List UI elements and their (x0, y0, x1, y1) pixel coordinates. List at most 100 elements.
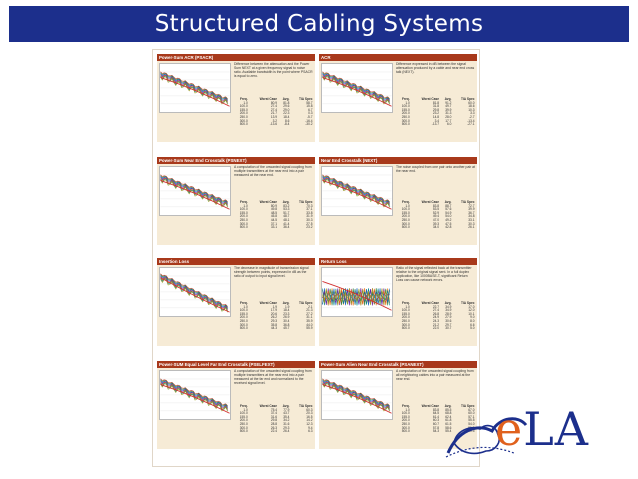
table-header-cell: TIA Spec (298, 97, 313, 101)
table-cell: 60.3 (432, 418, 440, 423)
table-cell: 1.0 (405, 100, 410, 105)
table-cell: 54.3 (432, 429, 440, 434)
panel-description: A computation of the unwanted signal cou… (234, 369, 312, 385)
table-cell: 27.9 (445, 315, 452, 320)
table-cell: 49.8 (270, 207, 278, 212)
table-header-cell: Avg. (444, 97, 452, 101)
graph-trace (322, 178, 390, 206)
table-cell: -13.6 (269, 122, 278, 127)
graph-trace (160, 75, 228, 103)
table-cell: 44.5 (270, 217, 278, 222)
graph-trace (160, 71, 228, 99)
table-cell: 29.0 (283, 107, 290, 112)
panel-graph (159, 267, 231, 317)
table-cell: -13.4 (467, 118, 475, 123)
table-cell: -5.7 (307, 114, 313, 119)
graph-trace (160, 178, 228, 206)
table-header-cell: Freq. (401, 97, 410, 101)
table-cell: 200.0 (239, 214, 248, 219)
table-cell: 250.0 (239, 114, 248, 119)
table-cell: 53.5 (432, 207, 440, 212)
graph-trace (160, 176, 228, 204)
table-cell: 100.0 (239, 104, 248, 109)
table-cell: 10.3 (468, 107, 475, 112)
table-cell: 36.8 (283, 322, 290, 327)
table-header-cell: Avg. (282, 97, 290, 101)
panel-description: Difference expressed in dB between the s… (396, 62, 475, 74)
graph-spec-line (322, 180, 392, 210)
table-cell: 27.2 (306, 311, 313, 316)
table-cell: 30.3 (306, 217, 313, 222)
table-cell: 500.0 (401, 429, 410, 434)
table-cell: 500.0 (401, 326, 410, 331)
table-cell: 49.5 (468, 429, 475, 434)
panel-title: Insertion Loss (157, 258, 315, 265)
table-cell: 29.8 (432, 107, 440, 112)
table-cell: 1.9 (284, 304, 290, 309)
table-cell: 300.0 (239, 322, 248, 327)
graph-trace (322, 288, 390, 306)
table-cell: 1.0 (243, 203, 248, 208)
table-cell: 48.1 (283, 217, 290, 222)
table-cell: 34.9 (445, 308, 452, 313)
table-cell: 37.4 (270, 411, 278, 416)
table-cell: 39.9 (445, 107, 452, 112)
table-cell: 250.0 (401, 114, 410, 119)
cabling-poster: Power-Sum ACR (PSACR)Difference between … (152, 49, 480, 467)
ela-logo-text: eLA (495, 402, 589, 456)
table-cell: 61.8 (445, 418, 452, 423)
table-cell: 200.0 (401, 418, 410, 423)
graph-spec-line (322, 77, 392, 107)
table-cell: 81.8 (283, 100, 290, 105)
table-cell: 1.0 (405, 304, 410, 309)
graph-trace (160, 383, 228, 412)
table-cell: -2.7 (469, 114, 475, 119)
table-cell: 5.0 (470, 326, 475, 331)
panel-description: Ratio of the signal reflected back at th… (396, 266, 472, 282)
table-cell: 49.4 (432, 214, 440, 219)
graph-trace (160, 175, 228, 203)
table-cell: 100.0 (401, 411, 410, 416)
graph-spec-line (160, 384, 230, 414)
table-cell: 3.2 (272, 118, 278, 123)
panel-description: A computation of the unwanted signal cou… (234, 165, 312, 177)
table-cell: 23.2 (432, 111, 440, 116)
graph-trace (322, 179, 390, 208)
table-cell: 36.7 (468, 210, 475, 215)
panel-graph (159, 370, 231, 420)
slide-title: Structured Cabling Systems (9, 6, 629, 42)
table-cell: 51.7 (283, 210, 290, 215)
table-cell: 9.4 (308, 425, 313, 430)
table-header-cell: Worst Case (421, 404, 440, 408)
table-cell: 61.4 (432, 414, 440, 419)
table-cell: 155.0 (401, 311, 410, 316)
table-header-cell: Freq. (239, 404, 248, 408)
graph-spec-line (160, 180, 230, 210)
graph-trace (160, 179, 228, 208)
table-cell: 64.5 (432, 411, 440, 416)
graph-trace (322, 73, 390, 101)
table-cell: 1.0 (243, 100, 248, 105)
table-cell: 72.7 (468, 203, 475, 208)
poster-panel: Near End Crosstalk (NEXT)The noise coupl… (319, 157, 477, 245)
table-cell: 91.2 (445, 100, 452, 105)
table-cell: 57.6 (445, 207, 452, 212)
table-header-cell: TIA Spec (298, 301, 313, 305)
